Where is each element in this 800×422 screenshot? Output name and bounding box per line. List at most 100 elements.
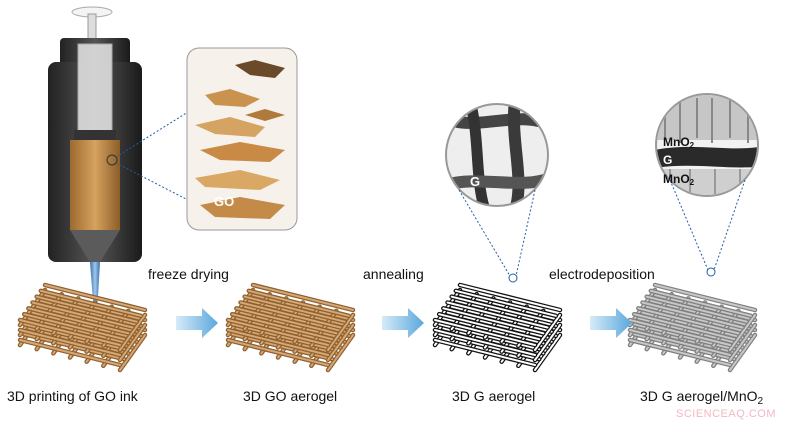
lattice-rod [27, 307, 130, 335]
lattice-rod [44, 284, 146, 311]
process-label-annealing: annealing [363, 266, 424, 282]
lattice-rod [450, 305, 553, 333]
lattice-rod [454, 289, 557, 317]
lattice-rod [729, 314, 756, 351]
lattice-rod [243, 295, 346, 323]
lattice-rod [459, 294, 561, 321]
lattice-rod [39, 299, 142, 327]
lattice-rod [327, 334, 354, 371]
process-label-electrodeposition: electrodeposition [549, 266, 655, 282]
lattice-rod [637, 307, 740, 335]
mno2-bottom-label: MnO [663, 172, 690, 186]
lattice-rod [31, 301, 134, 329]
mno2-zoom-inset: MnO2 G MnO2 [655, 93, 759, 197]
lattice-rod [649, 289, 752, 317]
step-label-g-aerogel: 3D G aerogel [452, 388, 536, 404]
lattice-rod [227, 319, 329, 346]
lattice-rod [438, 313, 541, 341]
lattice-rod [434, 319, 536, 346]
lattice-rod [235, 307, 338, 335]
lattice-rod [654, 294, 756, 321]
lattice-rod [534, 314, 561, 351]
lattice-rod [119, 334, 146, 371]
lattice-rod [231, 313, 334, 341]
lattice-rod [649, 299, 752, 327]
svg-text:MnO2: MnO2 [663, 172, 695, 187]
lattice-rod [23, 333, 126, 361]
lattice-rod [23, 313, 126, 341]
lattice-rod [252, 284, 354, 311]
lattice-rod [27, 327, 130, 355]
lattice-rod [637, 327, 740, 355]
go-flakes-inset: GO [186, 47, 298, 231]
lattice-rod [442, 307, 545, 335]
aerogel-lattice-block [225, 282, 356, 373]
lattice-rod [227, 339, 329, 366]
lattice-rod [629, 329, 731, 356]
svg-text:MnO2: MnO2 [663, 135, 695, 150]
lattice-rod [119, 314, 146, 351]
process-arrow-icon [590, 308, 632, 338]
lattice-rod [450, 295, 553, 323]
lattice-rod [459, 284, 561, 311]
lattice-rod [44, 294, 146, 321]
lattice-rod [633, 333, 736, 361]
lattice-rod [633, 313, 736, 341]
lattice-rod [442, 327, 545, 355]
lattice-rod [534, 324, 561, 361]
lattice-rod [243, 305, 346, 333]
lattice-rod [442, 317, 545, 345]
lattice-rod [252, 294, 354, 321]
lattice-rod [31, 311, 134, 339]
mno2-top-label: MnO [663, 135, 690, 149]
lattice-rod [438, 323, 541, 351]
lattice-rod [35, 305, 138, 333]
aerogel-lattice-block [432, 282, 563, 373]
lattice-rod [227, 329, 329, 356]
lattice-rod [247, 289, 350, 317]
lattice-rod [637, 317, 740, 345]
lattice-rod [534, 334, 561, 371]
lattice-rod [729, 334, 756, 371]
lattice-rod [231, 333, 334, 361]
process-label-freeze-drying: freeze drying [148, 266, 229, 282]
lattice-rod [119, 324, 146, 361]
step-label-go-aerogel: 3D GO aerogel [243, 388, 338, 404]
lattice-rod [247, 299, 350, 327]
lattice-rod [27, 317, 130, 345]
graphene-zoom-inset: G [445, 103, 549, 207]
lattice-rod [327, 314, 354, 351]
lattice-rod [327, 324, 354, 361]
step-label-printing: 3D printing of GO ink [7, 388, 138, 404]
process-arrow-icon [176, 308, 218, 338]
zoom-line [115, 162, 189, 201]
process-arrow-icon [382, 308, 424, 338]
syringe-illustration [48, 6, 142, 326]
lattice-rod [645, 305, 748, 333]
step-label-g-mno2-aerogel: 3D G aerogel/MnO2 [640, 388, 764, 407]
lattice-rod [19, 329, 121, 356]
lattice-rod [629, 339, 731, 366]
lattice-rod [641, 301, 744, 329]
lattice-rod [629, 319, 731, 346]
lattice-rod [454, 299, 557, 327]
lattice-rod [434, 339, 536, 366]
watermark: SCIENCEAQ.COM [676, 408, 777, 420]
lattice-rod [231, 323, 334, 351]
lattice-rod [239, 311, 342, 339]
lattice-rod [645, 295, 748, 323]
lattice-rod [19, 319, 121, 346]
lattice-rod [654, 284, 756, 311]
lattice-rod [23, 323, 126, 351]
lattice-rod [235, 317, 338, 345]
lattice-rod [434, 329, 536, 356]
aerogel-lattice-block [627, 282, 758, 373]
lattice-rod [39, 289, 142, 317]
lattice-rod [633, 323, 736, 351]
aerogel-lattice-block [17, 282, 148, 373]
lattice-rod [446, 301, 549, 329]
go-label: GO [214, 194, 234, 209]
lattice-rod [438, 333, 541, 361]
